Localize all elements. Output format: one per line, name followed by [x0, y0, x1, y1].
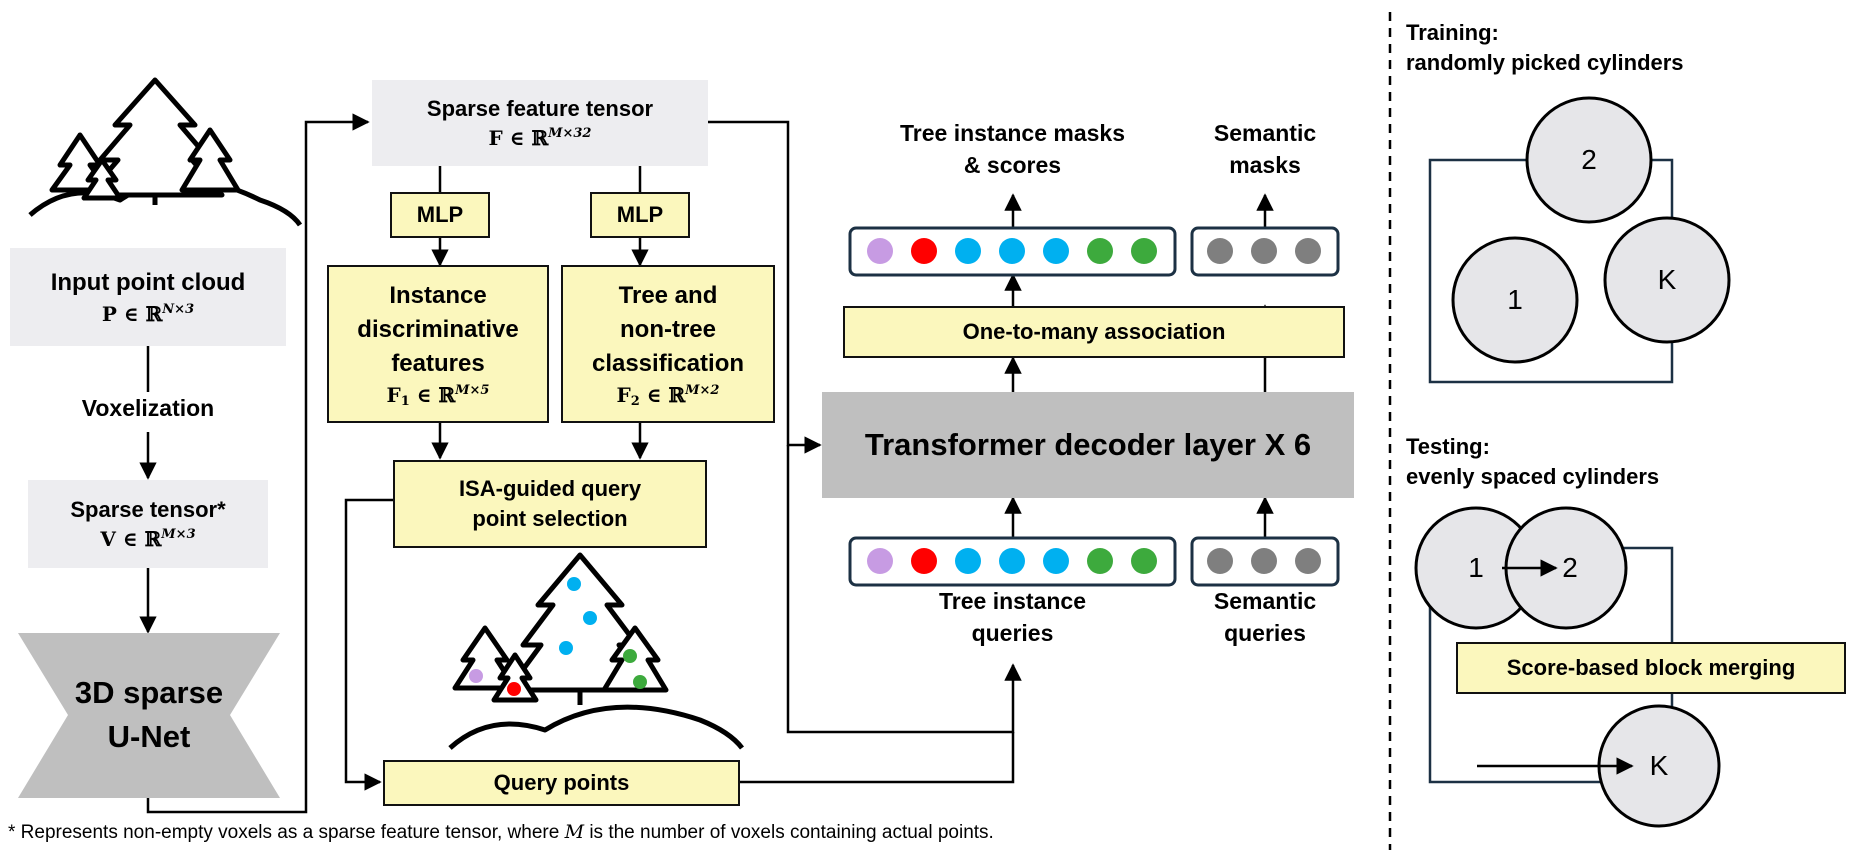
sparse-tensor-box: Sparse tensor* V ∈ ℝM×3 [28, 480, 268, 568]
forest-icon [28, 77, 303, 227]
instance-query-token [1087, 548, 1113, 574]
unet-box: 3D sparse U-Net [18, 650, 280, 780]
training-frame [1428, 158, 1674, 384]
training-cylinder-2 [1525, 96, 1653, 224]
tree-query-icon [448, 552, 744, 750]
testing-circle-k-label: K [1649, 750, 1669, 781]
instance-features-box: Instance discriminative features F1 ∈ ℝM… [327, 265, 549, 423]
instance-features-line2: discriminative [357, 316, 519, 343]
instance-features-line1: Instance [389, 282, 487, 309]
isa-selection-line1: ISA-guided query [458, 476, 642, 501]
testing-title: Testing:evenly spaced cylinders [1406, 434, 1660, 489]
instance-query-token [911, 548, 937, 574]
instance-mask-token [1043, 238, 1069, 264]
instance-features-line3: features [391, 350, 485, 377]
arrow-feature-to-decoder [708, 120, 822, 454]
tree-classification-formula: F2 ∈ ℝM×2 [616, 383, 720, 409]
instance-query-token [1131, 548, 1157, 574]
input-point-cloud-formula: P ∈ ℝN×3 [101, 302, 195, 326]
instance-query-token [999, 548, 1025, 574]
tree-classification-line3: classification [591, 350, 745, 377]
training-cylinder-k [1603, 216, 1731, 344]
instance-mask-token [999, 238, 1025, 264]
isa-selection-line2: point selection [472, 506, 628, 531]
instance-mask-token [1131, 238, 1157, 264]
semantic-mask-token [1207, 238, 1233, 264]
instance-mask-token [911, 238, 937, 264]
instance-query-token [867, 548, 893, 574]
unet-label-line1: 3D sparse [74, 675, 224, 710]
semantic-query-token [1207, 548, 1233, 574]
unet-label-line2: U-Net [107, 719, 191, 754]
instance-mask-token [955, 238, 981, 264]
testing-circle-2-label: 2 [1562, 552, 1578, 583]
sparse-tensor-title: Sparse tensor* [70, 497, 226, 522]
semantic-mask-token [1295, 238, 1321, 264]
tree-classification-box: Tree and non-tree classification F2 ∈ ℝM… [561, 265, 775, 423]
instance-query-token [1043, 548, 1069, 574]
isa-selection-box: ISA-guided query point selection [393, 460, 707, 548]
semantic-query-token [1295, 548, 1321, 574]
transformer-decoder-label: Transformer decoder layer X 6 [864, 427, 1312, 462]
tree-query-dots [469, 577, 647, 696]
instance-query-token [955, 548, 981, 574]
training-title: Training:randomly picked cylinders [1406, 20, 1684, 75]
instance-mask-token [867, 238, 893, 264]
testing-circle-1-label: 1 [1468, 552, 1484, 583]
instance-mask-token [1087, 238, 1113, 264]
footnote: * Represents non-empty voxels as a spars… [8, 821, 994, 843]
association-box: One-to-many association [843, 306, 1345, 358]
tree-classification-line1: Tree and [618, 282, 718, 309]
query-points-box: Query points [383, 760, 740, 806]
arrow-isa-to-query [344, 498, 393, 791]
sparse-tensor-formula: V ∈ ℝM×3 [100, 527, 196, 551]
transformer-decoder-box: Transformer decoder layer X 6 [822, 392, 1354, 498]
unet-shape [18, 633, 280, 798]
block-merging-box: Score-based block merging [1456, 642, 1846, 694]
voxelization-label: Voxelization [81, 395, 215, 421]
training-cylinder-1 [1451, 236, 1579, 364]
training-circle-2-label: 2 [1581, 144, 1597, 175]
input-point-cloud-box: Input point cloud P ∈ ℝN×3 [10, 248, 286, 346]
semantic-mask-token [1251, 238, 1277, 264]
input-point-cloud-title: Input point cloud [50, 269, 246, 296]
sparse-feature-tensor-title: Sparse feature tensor [426, 96, 654, 121]
training-circle-1-label: 1 [1507, 284, 1523, 315]
instance-features-formula: F1 ∈ ℝM×5 [386, 383, 490, 409]
tree-classification-line2: non-tree [620, 316, 716, 343]
connector-query-to-queries [740, 732, 1015, 784]
training-circle-k-label: K [1657, 264, 1677, 295]
sparse-feature-tensor-formula: F ∈ ℝM×32 [488, 126, 592, 150]
mlp-left-box: MLP [390, 192, 490, 238]
instance-masks-label: Tree instance masks& scores [899, 120, 1126, 178]
arrow-unet-to-feature [146, 113, 370, 814]
token-dots [867, 238, 1321, 574]
arrow-feature-to-queries [786, 445, 1022, 734]
mlp-right-box: MLP [590, 192, 690, 238]
sparse-feature-tensor-box: Sparse feature tensor F ∈ ℝM×32 [372, 80, 708, 166]
semantic-query-token [1251, 548, 1277, 574]
